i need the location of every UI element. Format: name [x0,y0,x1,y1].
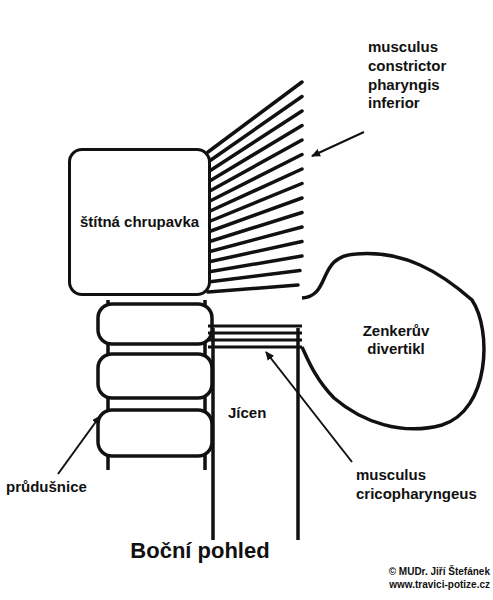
trachea [98,300,212,470]
cricopharyngeus-muscle [208,326,304,347]
copyright-note: © MUDr. Jiří Štefánek [330,566,490,579]
zenker-diverticulum: Zenkerův divertikl [296,248,490,436]
thyroid-cartilage: štítná chrupavka [68,148,211,296]
node-text: štítná chrupavka [80,213,199,231]
organ-label: průdušnice [6,478,106,497]
node-text: Zenkerův divertikl [344,322,448,358]
esophagus [213,328,298,540]
constrictor-muscle [208,82,302,292]
website-note: www.travici-potize.cz [330,579,490,592]
organ-label: Jícen [228,404,290,423]
caption: Boční pohled [90,538,310,564]
muscle-label: musculus cricopharyngeus [356,466,476,504]
muscle-label: musculus constrictor pharyngis inferior [368,38,483,113]
